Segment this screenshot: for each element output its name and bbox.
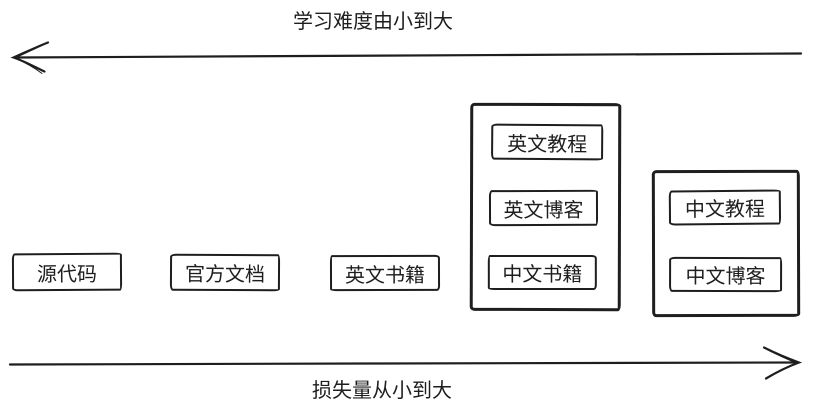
right-arrowhead-icon <box>762 346 803 380</box>
box-chinese-tutorials-label: 中文教程 <box>684 198 766 222</box>
box-chinese-books: 中文书籍 <box>487 254 597 291</box>
box-english-blogs-label: 英文博客 <box>503 199 584 222</box>
box-english-blogs: 英文博客 <box>488 189 599 227</box>
box-official-docs-label: 官方文档 <box>184 263 266 287</box>
box-english-books-label: 英文书籍 <box>344 264 426 287</box>
group-middle-resources: 英文教程 英文博客 中文书籍 <box>469 102 622 312</box>
left-arrowhead-icon <box>10 41 50 73</box>
box-chinese-blogs: 中文博客 <box>669 256 783 293</box>
difficulty-axis-shaft <box>12 52 803 59</box>
left-arrowhead-sketch-stroke <box>13 44 45 74</box>
box-english-tutorials: 英文教程 <box>491 123 604 161</box>
box-chinese-blogs-label: 中文博客 <box>685 265 766 289</box>
box-official-docs: 官方文档 <box>169 253 281 292</box>
box-english-books: 英文书籍 <box>329 254 441 292</box>
loss-axis-shaft <box>8 361 800 366</box>
box-chinese-tutorials: 中文教程 <box>668 189 782 226</box>
box-source-code-label: 源代码 <box>36 263 98 286</box>
box-chinese-books-label: 中文书籍 <box>502 263 583 287</box>
right-arrowhead-sketch-stroke <box>767 349 798 377</box>
difficulty-axis-arrow <box>10 41 803 74</box>
difficulty-axis-label: 学习难度由小到大 <box>293 11 453 33</box>
loss-axis-label: 损失量从小到大 <box>312 380 452 402</box>
box-english-tutorials-label: 英文教程 <box>507 133 588 156</box>
box-source-code: 源代码 <box>11 252 123 292</box>
group-chinese-resources: 中文教程 中文博客 <box>651 169 801 318</box>
loss-axis-arrow <box>8 346 803 380</box>
